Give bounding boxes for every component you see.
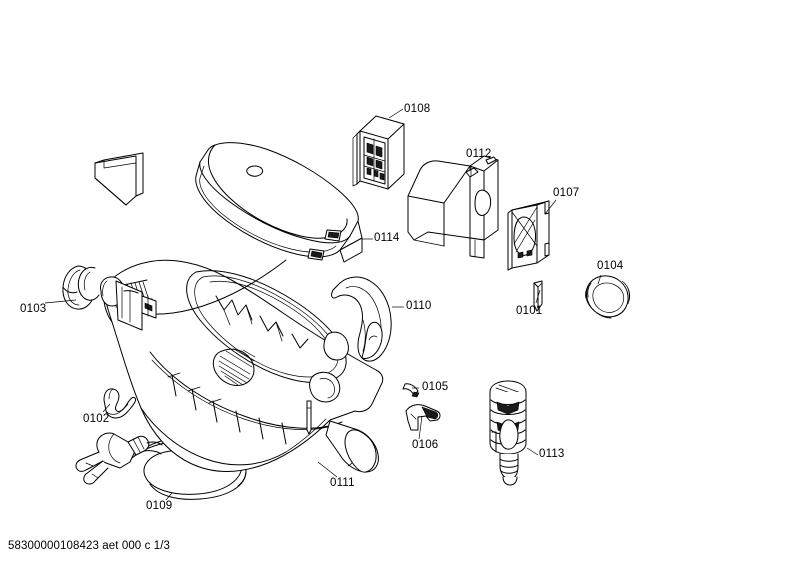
part-label-0114: 0114 <box>374 232 400 244</box>
part-0113-spring-coil <box>489 380 527 486</box>
part-0110-hose-duct <box>331 276 392 362</box>
part-label-0111: 0111 <box>330 477 355 489</box>
part-label-0102: 0102 <box>83 413 110 425</box>
part-0108-filter-grille <box>352 115 405 190</box>
part-label-0110: 0110 <box>406 300 432 312</box>
part-label-0104: 0104 <box>597 260 624 272</box>
part-0106-hook-bracket <box>405 404 441 431</box>
part-label-0109: 0109 <box>146 500 173 512</box>
bottom-fins <box>167 372 287 445</box>
mesh-texture <box>212 348 256 386</box>
part-label-0108: 0108 <box>404 103 431 115</box>
leader-lines <box>44 108 602 501</box>
part-label-0113: 0113 <box>539 448 565 460</box>
part-0114-top-cover <box>195 142 363 263</box>
part-0111-lower-housing <box>103 259 384 473</box>
part-label-0112: 0112 <box>466 148 492 160</box>
part-label-0105: 0105 <box>422 381 449 393</box>
document-footer-code: 58300000108423 aet 000 c 1/3 <box>8 540 171 552</box>
part-label-0106: 0106 <box>412 439 439 451</box>
internal-ribs <box>215 295 309 349</box>
part-label-0103: 0103 <box>20 303 47 315</box>
part-0103-hose-collar-ring <box>62 265 100 310</box>
part-0112-dust-bag <box>407 155 499 259</box>
part-hose-connector-assembly <box>100 276 157 331</box>
part-0107-filter-frame <box>507 200 550 271</box>
part-0104-seal-ring <box>585 275 631 319</box>
part-label-0107: 0107 <box>553 187 580 199</box>
part-label-0101: 0101 <box>516 305 543 317</box>
part-corner-bracket <box>94 152 144 206</box>
part-0105-curved-clip <box>402 383 420 398</box>
part-0102-angled-hose-elbow <box>103 388 137 419</box>
